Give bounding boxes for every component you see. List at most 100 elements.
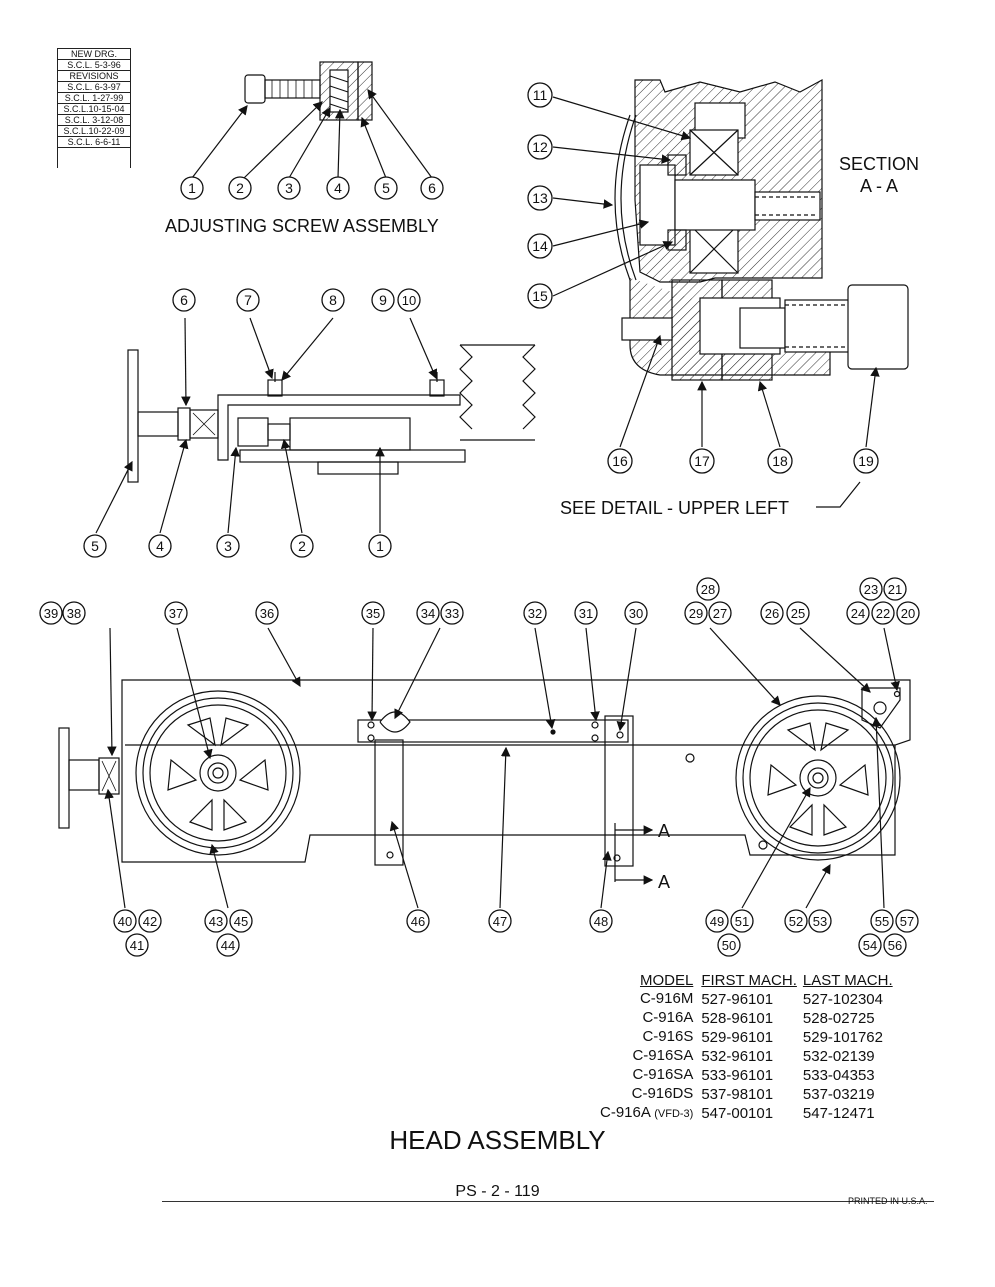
column-header: MODEL (639, 972, 694, 989)
callout-28: 28 (701, 582, 715, 597)
callout-51: 51 (735, 914, 749, 929)
left-wheel (135, 690, 301, 856)
table-row: C-916A 528-96101 528-02725 (600, 1009, 899, 1028)
model-cell: C-916S (642, 1028, 694, 1045)
last-mach-cell: 547-12471 (802, 1104, 875, 1122)
callout-5: 5 (91, 538, 99, 554)
callout-50: 50 (722, 938, 736, 953)
see-detail-leader (816, 481, 861, 508)
callout-48: 48 (594, 914, 608, 929)
section-caption-line2: A - A (860, 176, 898, 196)
last-mach-cell: 528-02725 (802, 1009, 875, 1027)
head-leaders (104, 627, 900, 909)
callout-40: 40 (118, 914, 132, 929)
callout-39: 39 (44, 606, 58, 621)
section-aa-detail (614, 78, 909, 381)
first-mach-cell: 533-96101 (701, 1066, 774, 1084)
callout-6: 6 (428, 180, 436, 196)
callout-29: 29 (689, 606, 703, 621)
new-drg-date: S.C.L. 5-3-96 (58, 60, 130, 71)
printed-note: PRINTED IN U.S.A. (848, 1196, 928, 1206)
adjusting-screw-detail (244, 61, 373, 121)
callout-numbers: 1 2 3 4 5 6 6 7 8 9 10 5 4 3 2 1 11 12 1… (44, 87, 915, 953)
callout-42: 42 (143, 914, 157, 929)
adjusting-screw-leaders (191, 89, 433, 179)
section-caption-line1: SECTION (839, 154, 919, 174)
side-view-leaders (95, 317, 438, 534)
callout-33: 33 (445, 606, 459, 621)
callout-12: 12 (532, 139, 548, 155)
callout-18: 18 (772, 453, 788, 469)
revision-block: NEW DRG. S.C.L. 5-3-96 REVISIONS S.C.L. … (57, 48, 131, 168)
callout-22: 22 (876, 606, 890, 621)
callout-9: 9 (379, 292, 387, 308)
callout-44: 44 (221, 938, 235, 953)
model-cell: C-916DS (631, 1085, 694, 1102)
side-view-detail (127, 344, 536, 483)
callout-15: 15 (532, 288, 548, 304)
callout-30: 30 (629, 606, 643, 621)
table-row: C-916S 529-96101 529-101762 (600, 1028, 899, 1047)
revision-entry: S.C.L. 1-27-99 (58, 93, 130, 104)
footer-divider (162, 1201, 934, 1202)
callout-34: 34 (421, 606, 435, 621)
callout-6: 6 (180, 292, 188, 308)
callout-3: 3 (224, 538, 232, 554)
callout-24: 24 (851, 606, 865, 621)
revision-entry: S.C.L.10-15-04 (58, 104, 130, 115)
callout-11: 11 (533, 87, 548, 103)
callout-bubbles (39, 82, 920, 957)
revisions-header: REVISIONS (58, 71, 130, 82)
callout-54: 54 (863, 938, 877, 953)
revision-entry: S.C.L.10-22-09 (58, 126, 130, 137)
first-mach-cell: 529-96101 (701, 1028, 774, 1046)
callout-52: 52 (789, 914, 803, 929)
callout-21: 21 (888, 582, 902, 597)
callout-53: 53 (813, 914, 827, 929)
callout-41: 41 (130, 938, 144, 953)
table-row: C-916DS 537-98101 537-03219 (600, 1085, 899, 1104)
callout-55: 55 (875, 914, 889, 929)
first-mach-cell: 527-96101 (701, 990, 774, 1008)
section-arrows (614, 823, 654, 885)
last-mach-cell: 533-04353 (802, 1066, 875, 1084)
callout-16: 16 (612, 453, 628, 469)
callout-13: 13 (532, 190, 548, 206)
revision-entry: S.C.L. 6-6-11 (58, 137, 130, 148)
section-arrow-label: A (658, 821, 670, 841)
table-row: C-916SA 533-96101 533-04353 (600, 1066, 899, 1085)
table-header-row: MODEL FIRST MACH. LAST MACH. (600, 972, 899, 990)
callout-2: 2 (236, 180, 244, 196)
right-wheel (735, 695, 901, 861)
revision-entry: S.C.L. 6-3-97 (58, 82, 130, 93)
callout-4: 4 (156, 538, 164, 554)
callout-20: 20 (901, 606, 915, 621)
callout-4: 4 (334, 180, 342, 196)
model-cell: C-916M (639, 990, 694, 1007)
adjusting-screw-caption: ADJUSTING SCREW ASSEMBLY (165, 216, 439, 236)
callout-17: 17 (694, 453, 710, 469)
column-header: LAST MACH. (802, 972, 893, 989)
callout-47: 47 (493, 914, 507, 929)
callout-43: 43 (209, 914, 223, 929)
callout-32: 32 (528, 606, 542, 621)
model-cell: C-916A (642, 1009, 694, 1026)
page-title: HEAD ASSEMBLY (389, 1125, 606, 1155)
table-row: C-916M 527-96101 527-102304 (600, 990, 899, 1009)
callout-49: 49 (710, 914, 724, 929)
last-mach-cell: 527-102304 (802, 990, 883, 1008)
model-cell: C-916A (VFD-3) (600, 1104, 694, 1121)
last-mach-cell: 537-03219 (802, 1085, 875, 1103)
callout-25: 25 (791, 606, 805, 621)
callout-1: 1 (376, 538, 384, 554)
callout-56: 56 (888, 938, 902, 953)
callout-7: 7 (244, 292, 252, 308)
callout-36: 36 (260, 606, 274, 621)
callout-8: 8 (329, 292, 337, 308)
table-row: C-916A (VFD-3) 547-00101 547-12471 (600, 1104, 899, 1123)
section-aa-leaders (552, 96, 880, 448)
column-header: FIRST MACH. (701, 972, 797, 989)
callout-27: 27 (713, 606, 727, 621)
callout-46: 46 (411, 914, 425, 929)
